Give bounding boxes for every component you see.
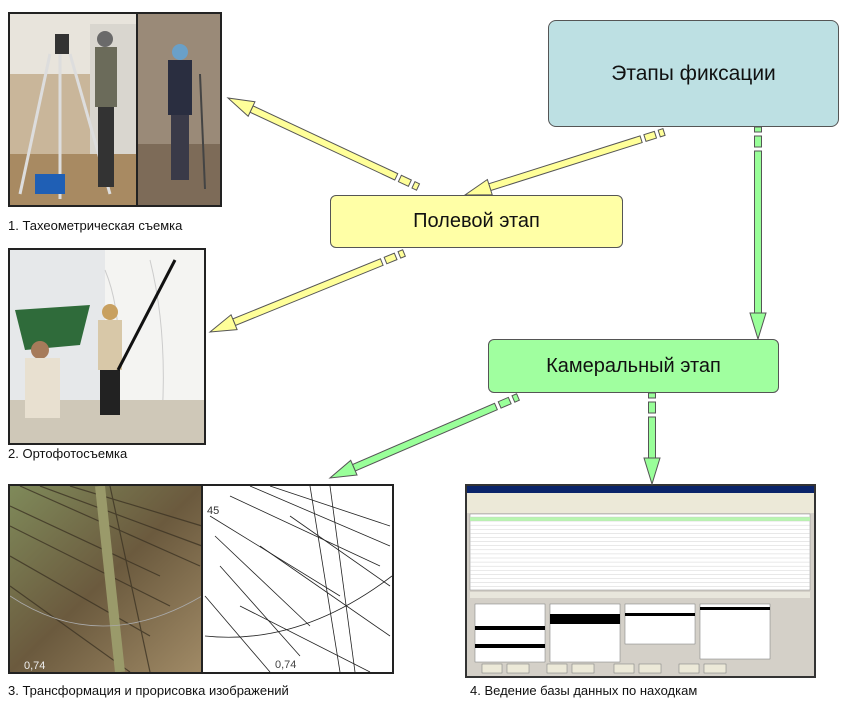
arrow-field-to-orthophoto-segment [383, 252, 398, 265]
arrow-office-to-database-segment [648, 392, 656, 399]
arrow-root-to-field-segment [657, 128, 666, 138]
arrow-office-to-transformation-segment [497, 396, 512, 409]
database-app-image [467, 486, 814, 676]
arrow-office-to-database-head [643, 457, 661, 486]
arrow-root-to-office-segment [754, 135, 762, 148]
arrow-root-to-field-segment [643, 130, 658, 143]
arrow-office-to-transformation-segment [511, 393, 521, 403]
scale-label-left: 0,74 [24, 660, 45, 672]
arrow-root-to-office-segment [754, 150, 762, 314]
photo-total-station-survey [8, 12, 222, 207]
stage-office-label: Камеральный этап [546, 354, 721, 377]
arrow-root-to-field-head [463, 178, 493, 196]
photo-total-station-image [10, 14, 220, 205]
caption-orthophoto: 2. Ортофотосъемка [8, 446, 128, 461]
arrow-office-to-transformation-segment [351, 402, 499, 472]
arrow-field-to-survey-segment [411, 181, 421, 191]
arrow-root-to-office-head [749, 312, 767, 341]
photo-transformation-image: 0,74 45 0,74 [10, 486, 392, 672]
scale-label-right: 0,74 [275, 659, 296, 671]
arrow-field-to-survey-segment [397, 174, 412, 188]
arrow-root-to-office-segment [754, 126, 762, 133]
stage-root-box: Этапы фиксации [548, 20, 839, 127]
arrow-office-to-database-segment [648, 416, 656, 459]
photo-orthophoto [8, 248, 206, 445]
caption-total-station: 1. Тахеометрическая съемка [8, 218, 183, 233]
arrow-field-to-orthophoto-segment [397, 249, 406, 259]
drawing-number-label: 45 [207, 505, 219, 517]
photo-transformation-drawing: 0,74 45 0,74 [8, 484, 394, 674]
stage-root-label: Этапы фиксации [611, 61, 776, 85]
arrow-field-to-survey-segment [249, 105, 399, 181]
caption-database: 4. Ведение базы данных по находкам [470, 683, 698, 698]
stage-office-box: Камеральный этап [488, 339, 779, 393]
arrow-root-to-field-segment [488, 135, 643, 192]
stage-field-label: Полевой этап [413, 210, 540, 232]
arrow-field-to-survey-head [226, 97, 256, 118]
arrow-field-to-orthophoto-head [208, 313, 238, 333]
stage-field-box: Полевой этап [330, 195, 623, 248]
database-app-screenshot [465, 484, 816, 678]
arrow-office-to-transformation-head [328, 459, 358, 479]
caption-transformation: 3. Трансформация и прорисовка изображени… [8, 683, 289, 698]
photo-orthophoto-image [10, 250, 204, 443]
arrow-field-to-orthophoto-segment [232, 258, 384, 327]
arrow-office-to-database-segment [648, 401, 656, 414]
